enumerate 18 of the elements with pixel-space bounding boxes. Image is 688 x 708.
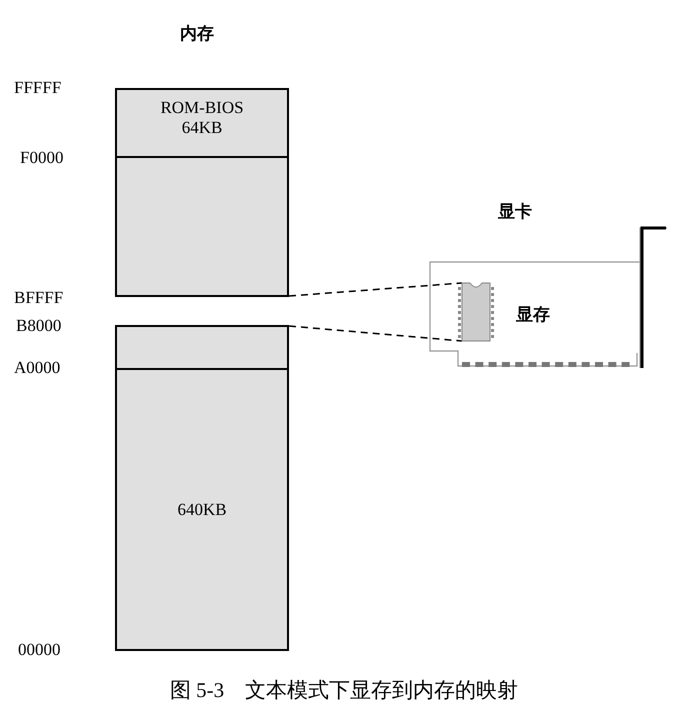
address-label: BFFFF: [14, 288, 64, 308]
figure-caption: 图 5-3 文本模式下显存到内存的映射: [168, 677, 520, 704]
rom-bios-region: [115, 88, 289, 158]
conventional-memory-region: [115, 368, 289, 651]
memory-block: [115, 325, 289, 370]
card-heading: 显卡: [498, 201, 532, 223]
memory-block: [115, 156, 289, 297]
dashed-leader-line: [288, 325, 462, 342]
memory-heading: 内存: [180, 23, 214, 45]
chip-label: 显存: [516, 304, 550, 326]
address-label: A0000: [14, 358, 60, 378]
address-label: FFFFF: [14, 78, 62, 98]
region-label: 640KB: [176, 500, 228, 520]
dashed-leader-line: [288, 282, 462, 297]
address-label: B8000: [16, 316, 62, 336]
address-label: F0000: [20, 148, 64, 168]
address-label: 00000: [18, 640, 60, 660]
region-label: ROM-BIOS 64KB: [159, 98, 245, 138]
